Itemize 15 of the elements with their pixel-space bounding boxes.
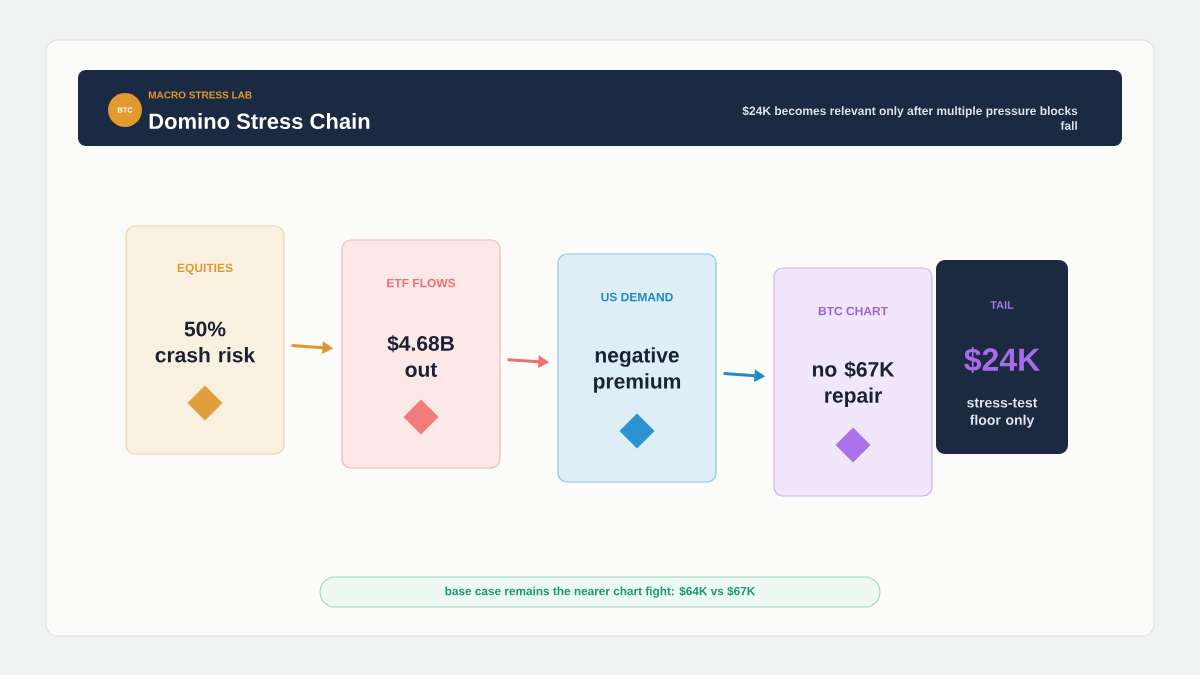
card-value: $4.68B out — [387, 335, 454, 377]
card-heading: US DEMAND — [601, 292, 673, 302]
card-heading: EQUITIES — [177, 263, 233, 275]
note-pill: base case remains the nearer chart fight: $64K vs $67K — [319, 576, 881, 608]
subtitle-text: $24K becomes relevant only after multiple pressure blocks fall — [742, 106, 1078, 130]
card-note: stress-test floor only — [967, 398, 1038, 428]
card-heading: ETF FLOWS — [387, 278, 456, 288]
card-value: 50% crash risk — [155, 321, 256, 363]
kicker-text: MACRO STRESS LAB — [148, 91, 252, 99]
price-value: $24K — [964, 346, 1040, 374]
card-value: no $67K repair — [812, 361, 895, 407]
card-heading: BTC CHART — [818, 306, 888, 316]
card-heading: TAIL — [990, 301, 1014, 309]
card-value: negative premium — [594, 347, 681, 393]
title-text: Domino Stress Chain — [149, 112, 370, 130]
